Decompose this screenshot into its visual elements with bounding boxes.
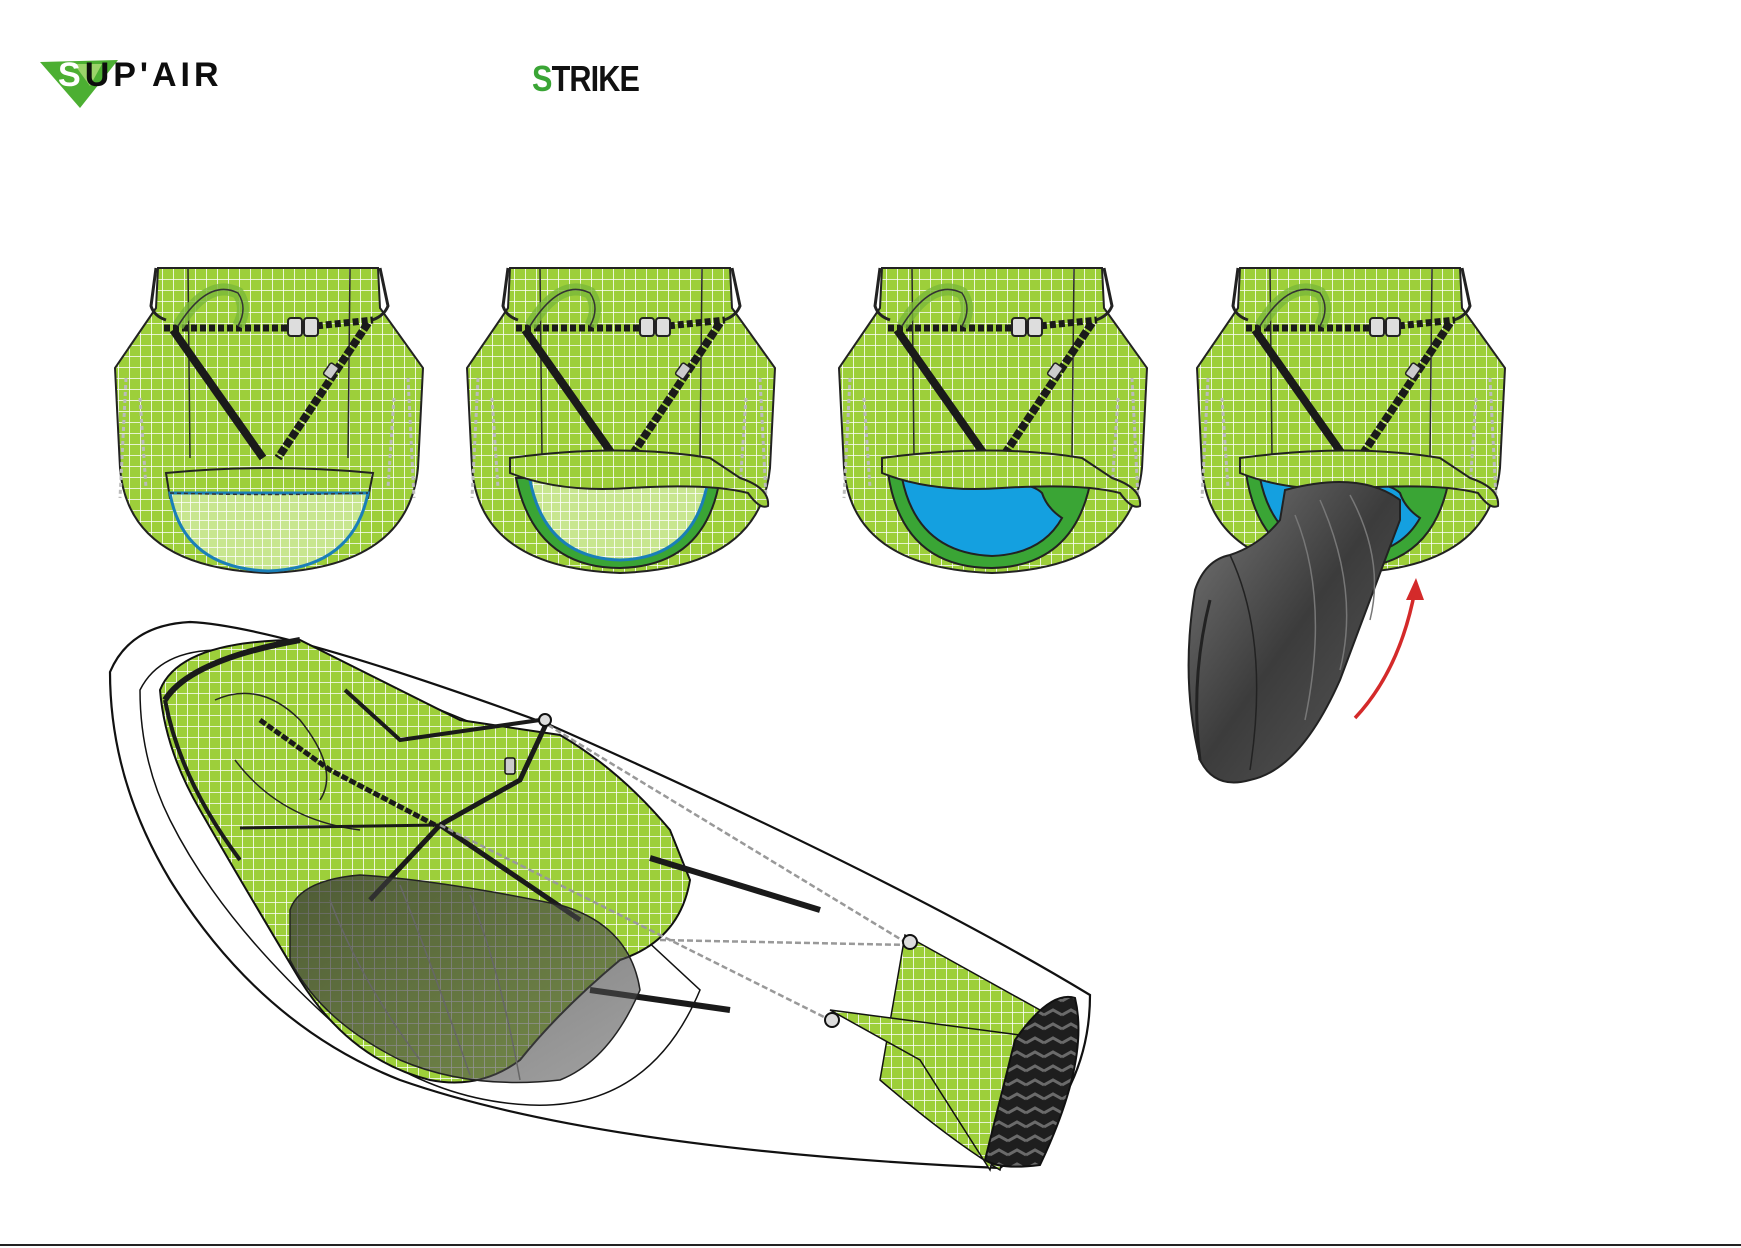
- harness-perspective-view: [110, 622, 1090, 1170]
- title-first-letter: S: [532, 58, 552, 99]
- step-2-flap-opening: [467, 268, 775, 573]
- product-title: STRIKE: [532, 58, 639, 100]
- logo-first-letter: S: [58, 56, 85, 94]
- reserve-container-grey: [1189, 482, 1400, 783]
- brand-logo: SUP'AIR: [58, 56, 223, 95]
- step-1-harness-closed: [115, 268, 423, 573]
- step-3-reserve-visible: [839, 268, 1147, 573]
- title-rest: TRIKE: [552, 58, 640, 99]
- page-bottom-rule: [0, 1244, 1741, 1246]
- logo-rest: UP'AIR: [85, 56, 223, 94]
